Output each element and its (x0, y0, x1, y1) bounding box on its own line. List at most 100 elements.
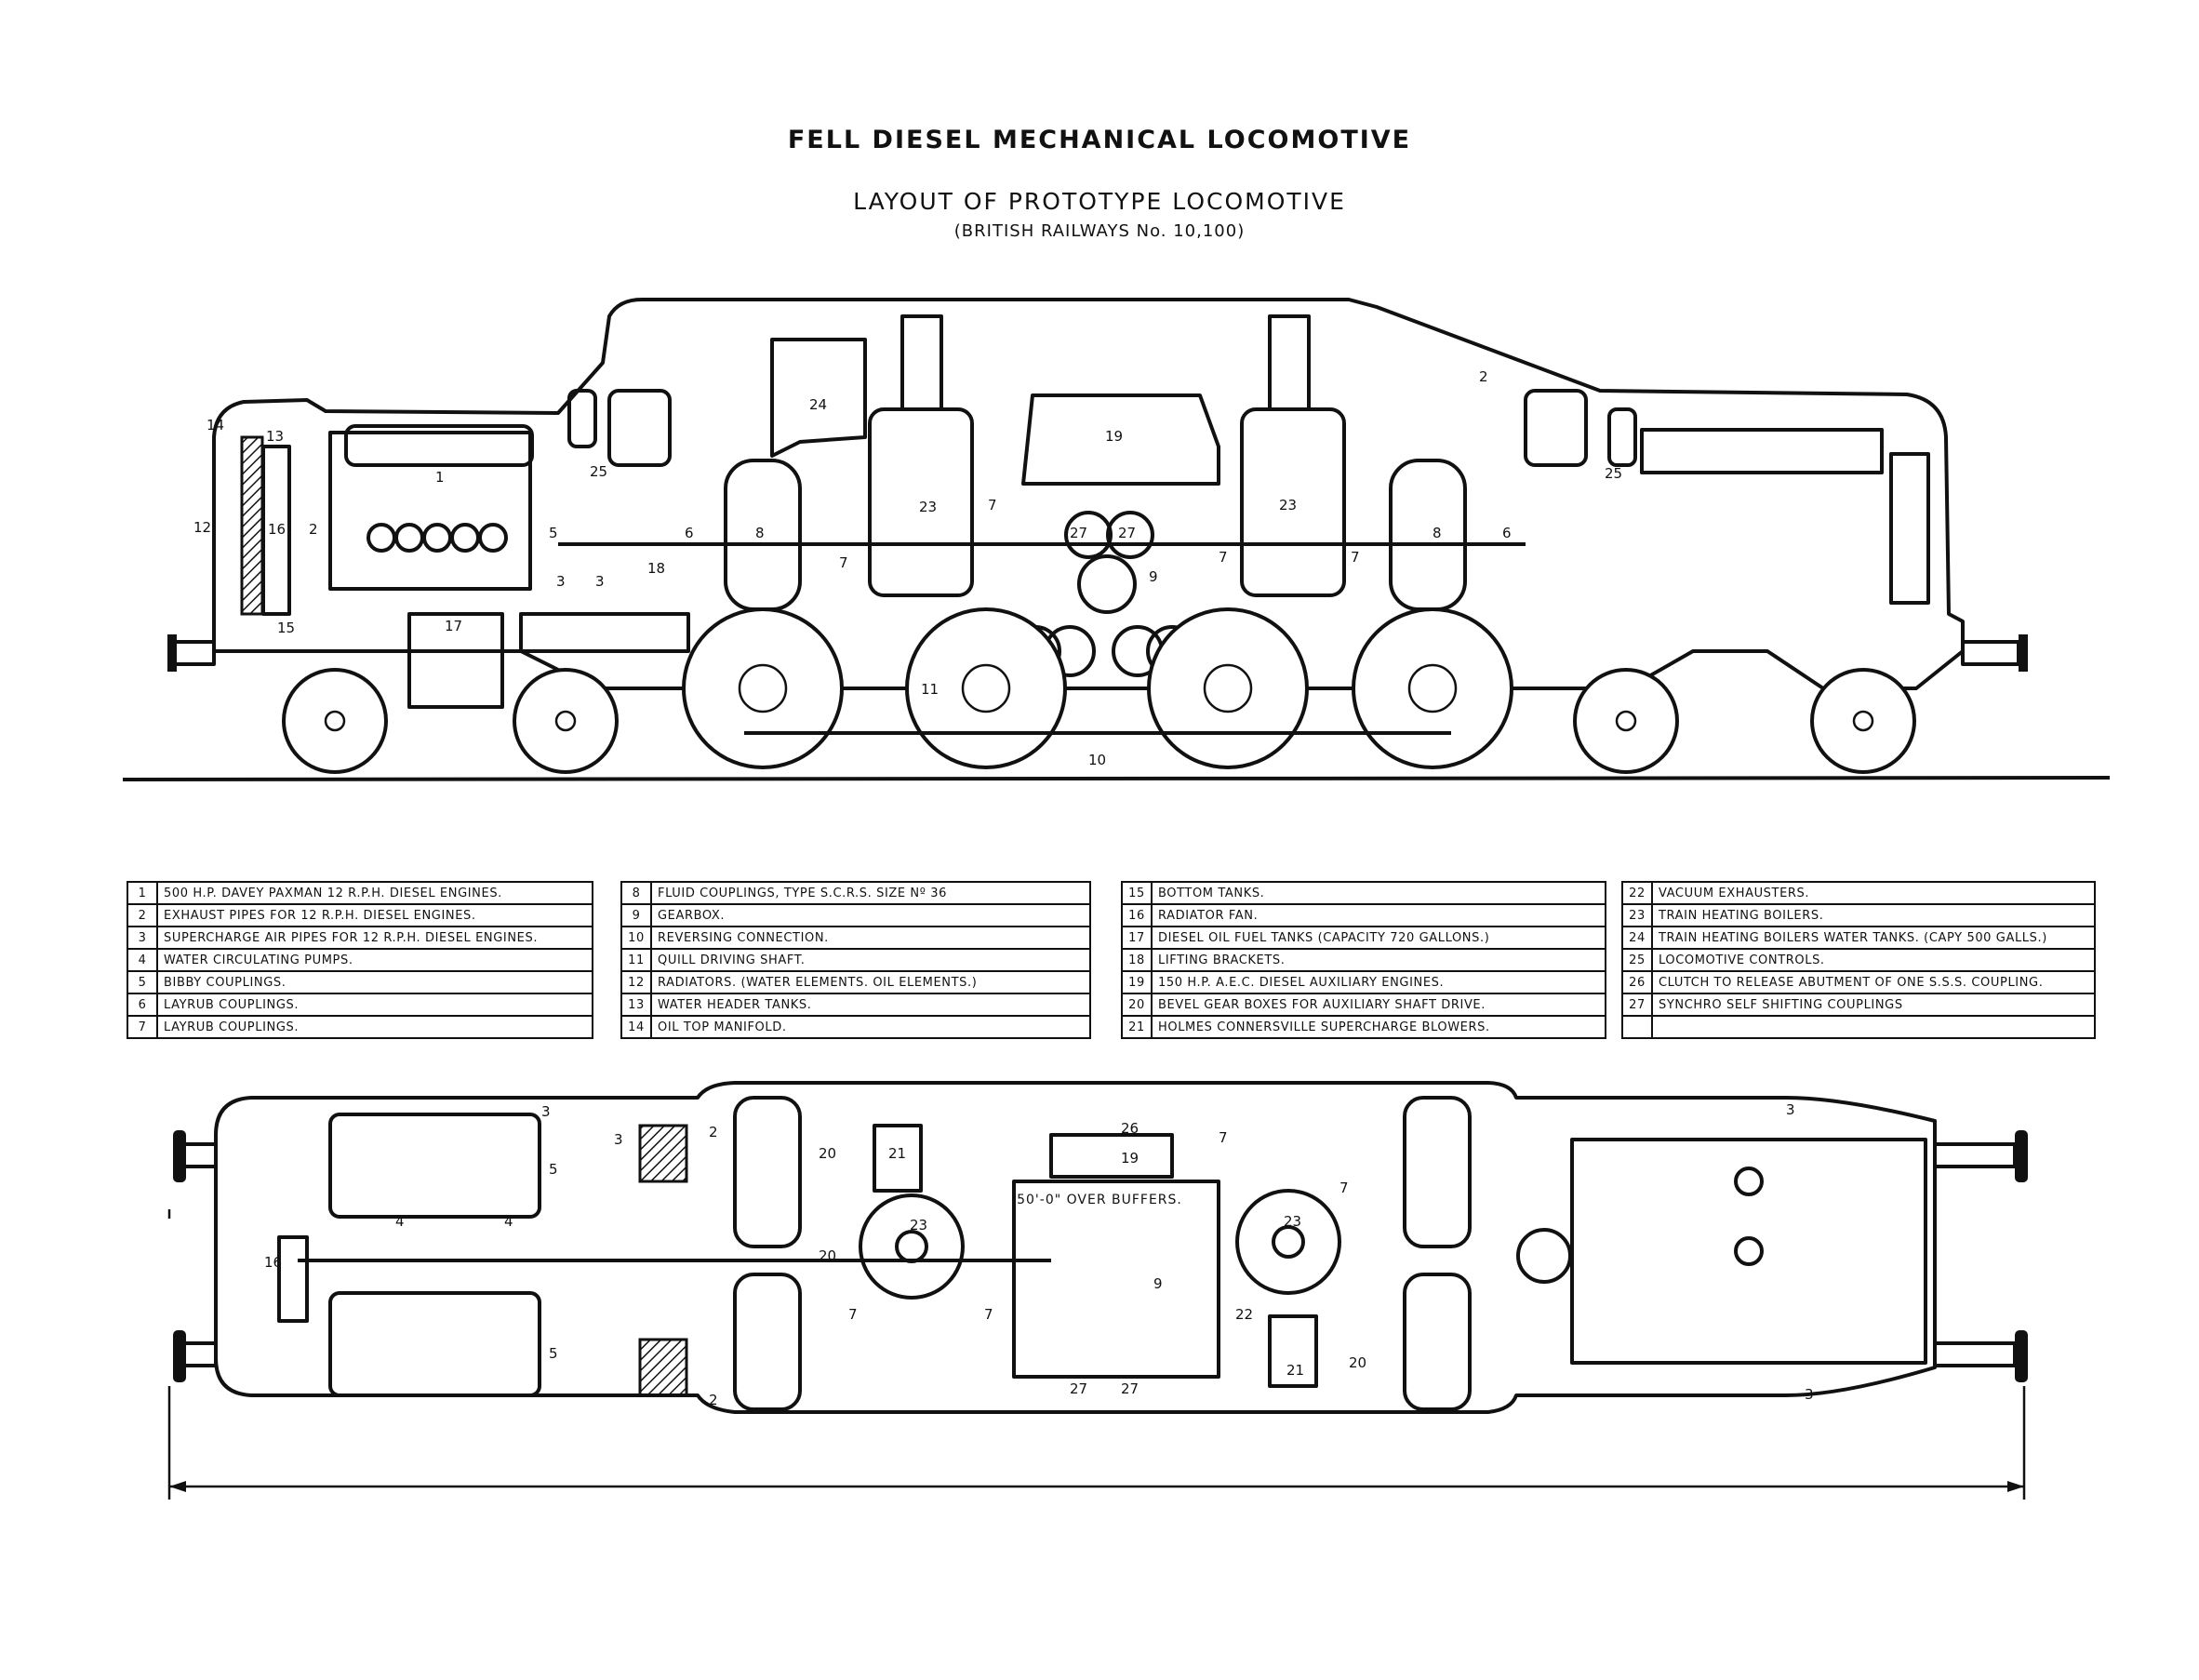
callout: 11 (921, 681, 939, 698)
callout: 20 (1349, 1354, 1366, 1371)
callout: 5 (549, 1161, 558, 1178)
engine-block (328, 431, 532, 591)
rail-line (122, 776, 2111, 781)
legend-text: 500 H.P. DAVEY PAXMAN 12 R.P.H. DIESEL E… (156, 881, 593, 905)
engine-cylinders (366, 523, 508, 553)
legend-num: 13 (620, 993, 652, 1017)
legend-num: 8 (620, 881, 652, 905)
legend-text: OIL TOP MANIFOLD. (650, 1015, 1091, 1039)
legend-num: 20 (1121, 993, 1153, 1017)
engine-plan-top (328, 1113, 541, 1219)
callout: 9 (1149, 568, 1158, 585)
callout: 3 (1805, 1386, 1814, 1403)
legend-num: 15 (1121, 881, 1153, 905)
callout: 21 (1286, 1362, 1304, 1379)
legend-num: 6 (127, 993, 158, 1017)
gearbox (1077, 554, 1137, 614)
drawing-note: (BRITISH RAILWAYS No. 10,100) (953, 221, 1246, 241)
legend-text: WATER HEADER TANKS. (650, 993, 1091, 1017)
callout: 17 (445, 618, 462, 634)
bogie-frame-plan (1570, 1138, 1927, 1365)
fluid-coupling-plan-1 (733, 1096, 802, 1248)
legend-num: 2 (127, 903, 158, 927)
callout: 10 (1088, 752, 1106, 768)
exhaust-hatched-top (638, 1124, 688, 1183)
legend-text: HOLMES CONNERSVILLE SUPERCHARGE BLOWERS. (1151, 1015, 1606, 1039)
legend-num: 16 (1121, 903, 1153, 927)
legend-text (1651, 1015, 2096, 1039)
callout: 14 (207, 417, 224, 433)
legend-text: TRAIN HEATING BOILERS WATER TANKS. (CAPY… (1651, 926, 2096, 950)
legend-text: GEARBOX. (650, 903, 1091, 927)
legend-text: SYNCHRO SELF SHIFTING COUPLINGS (1651, 993, 2096, 1017)
callout: 3 (1786, 1101, 1795, 1118)
callout: 25 (1605, 465, 1622, 482)
callout: 7 (984, 1306, 993, 1323)
locomotive-body-outline (212, 298, 1965, 690)
callout: 15 (277, 620, 295, 636)
callout: 1 (435, 469, 445, 486)
cab-side-window-right (1607, 407, 1637, 467)
callout: 24 (809, 396, 827, 413)
legend-num: 22 (1621, 881, 1653, 905)
plan-buffers (173, 1130, 2028, 1382)
legend-text: QUILL DRIVING SHAFT. (650, 948, 1091, 972)
legend-text: CLUTCH TO RELEASE ABUTMENT OF ONE S.S.S.… (1651, 970, 2096, 994)
legend-text: SUPERCHARGE AIR PIPES FOR 12 R.P.H. DIES… (156, 926, 593, 950)
callout: 19 (1121, 1150, 1139, 1167)
blower-plan-top (873, 1124, 923, 1193)
legend-text: WATER CIRCULATING PUMPS. (156, 948, 593, 972)
legend-num (1621, 1015, 1653, 1039)
engine-plan-bottom (328, 1291, 541, 1397)
legend-text: RADIATOR FAN. (1151, 903, 1606, 927)
legend-num: 24 (1621, 926, 1653, 950)
legend-num: 1 (127, 881, 158, 905)
boiler-stack-left (900, 314, 943, 411)
legend-text: RADIATORS. (WATER ELEMENTS. OIL ELEMENTS… (650, 970, 1091, 994)
handbrake-wheel-plan (1516, 1228, 1572, 1284)
callout: 21 (888, 1145, 906, 1162)
drawing-subtitle: LAYOUT OF PROTOTYPE LOCOMOTIVE (853, 188, 1346, 215)
legend-num: 27 (1621, 993, 1653, 1017)
legend-text: LAYRUB COUPLINGS. (156, 993, 593, 1017)
legend-text: EXHAUST PIPES FOR 12 R.P.H. DIESEL ENGIN… (156, 903, 593, 927)
callout: 7 (848, 1306, 858, 1323)
radiator-fan (261, 445, 291, 616)
exhaust-hatched-bottom (638, 1338, 688, 1397)
fluid-coupling-right (1389, 459, 1467, 611)
driving-wheels (682, 607, 1513, 769)
legend-num: 17 (1121, 926, 1153, 950)
callout: 23 (1284, 1213, 1301, 1230)
callout: 7 (1219, 1129, 1228, 1146)
legend-text: REVERSING CONNECTION. (650, 926, 1091, 950)
pivot-bottom (1734, 1236, 1764, 1266)
cab-window-right (1524, 389, 1588, 467)
callout: 2 (309, 521, 318, 538)
callout: 9 (1153, 1275, 1163, 1292)
callout: 16 (268, 521, 286, 538)
legend-num: 10 (620, 926, 652, 950)
legend-text: FLUID COUPLINGS, TYPE S.C.R.S. SIZE Nº 3… (650, 881, 1091, 905)
callout: 4 (504, 1213, 513, 1230)
callout: 6 (685, 525, 694, 541)
callout: 16 (264, 1254, 282, 1271)
callout: 7 (839, 554, 848, 571)
callout: 27 (1070, 1380, 1087, 1397)
side-door (1889, 452, 1930, 605)
legend-row (1621, 1015, 2096, 1039)
coupling-right (1106, 511, 1154, 559)
legend-num: 26 (1621, 970, 1653, 994)
